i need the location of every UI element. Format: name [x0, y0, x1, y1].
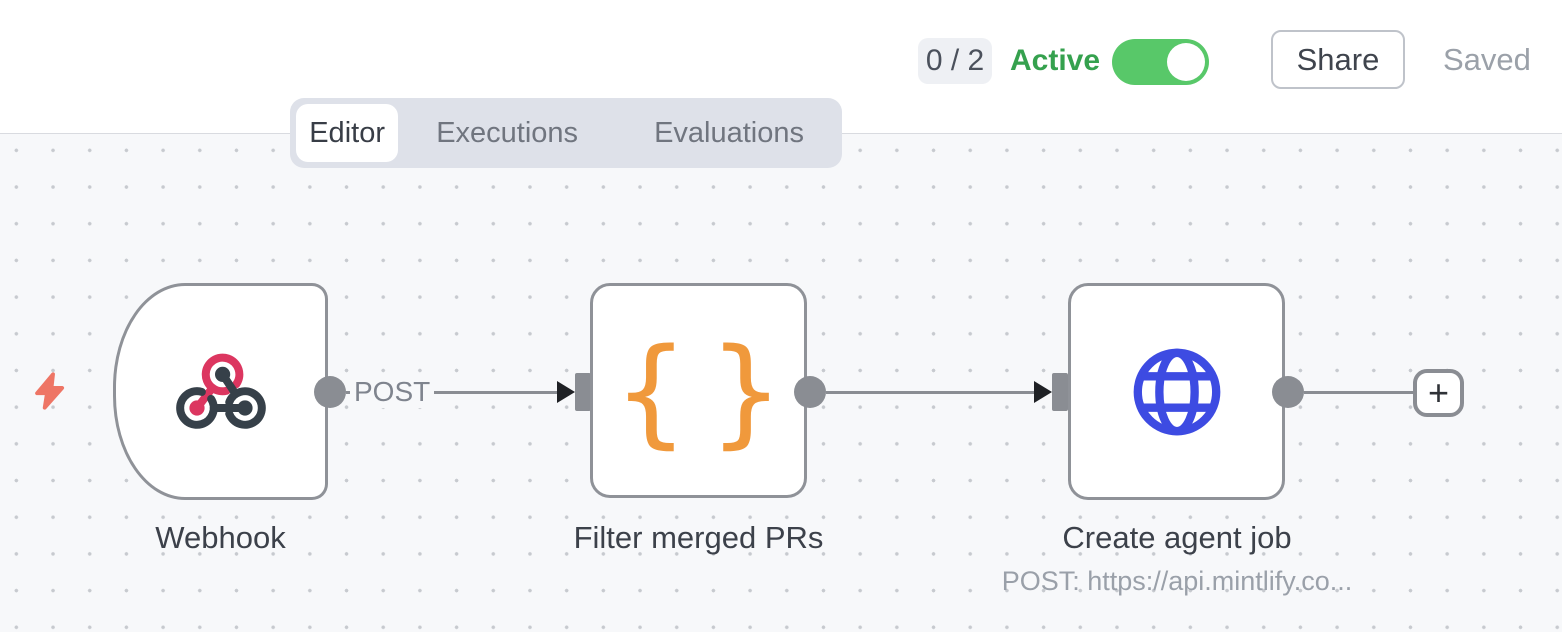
create-output-port[interactable] — [1272, 376, 1304, 408]
connection-filter-create[interactable] — [826, 390, 1037, 394]
view-tabs: Editor Executions Evaluations — [290, 98, 842, 168]
brace-close: } — [708, 321, 784, 460]
filter-output-port[interactable] — [794, 376, 826, 408]
globe-icon — [1133, 348, 1220, 435]
create-input-port[interactable] — [1052, 373, 1068, 411]
node-label-webhook: Webhook — [155, 520, 286, 555]
brace-open: { — [613, 321, 689, 460]
share-button[interactable]: Share — [1271, 30, 1405, 89]
workflow-canvas[interactable]: POST { } + We — [0, 134, 1562, 632]
connection-arrowhead — [557, 381, 575, 403]
webhook-output-port[interactable] — [314, 376, 346, 408]
issues-counter-badge[interactable]: 0 / 2 — [918, 38, 992, 84]
trigger-bolt-icon — [35, 372, 65, 410]
add-node-button[interactable]: + — [1413, 369, 1464, 417]
connection-post-label: POST — [350, 376, 435, 408]
node-label-filter: Filter merged PRs — [573, 520, 824, 555]
node-create-agent-job[interactable] — [1068, 283, 1285, 500]
filter-input-port[interactable] — [575, 373, 591, 411]
tab-executions[interactable]: Executions — [436, 116, 579, 149]
connection-create-add[interactable] — [1304, 390, 1413, 394]
webhook-icon — [175, 353, 266, 429]
tab-evaluations[interactable]: Evaluations — [654, 116, 804, 149]
active-toggle[interactable] — [1112, 39, 1209, 85]
connection-webhook-filter[interactable] — [346, 390, 560, 394]
saved-status: Saved — [1443, 42, 1531, 77]
tab-editor[interactable]: Editor — [296, 104, 399, 162]
connection-arrowhead — [1034, 381, 1052, 403]
toggle-knob — [1167, 43, 1205, 81]
node-filter-merged-prs[interactable]: { } — [590, 283, 807, 498]
node-webhook[interactable] — [113, 283, 328, 500]
active-label: Active — [1010, 44, 1101, 77]
code-braces-icon: { } — [613, 322, 783, 460]
node-label-create: Create agent job — [1062, 520, 1292, 555]
node-subtitle-create: POST: https://api.mintlify.co... — [1001, 566, 1353, 596]
